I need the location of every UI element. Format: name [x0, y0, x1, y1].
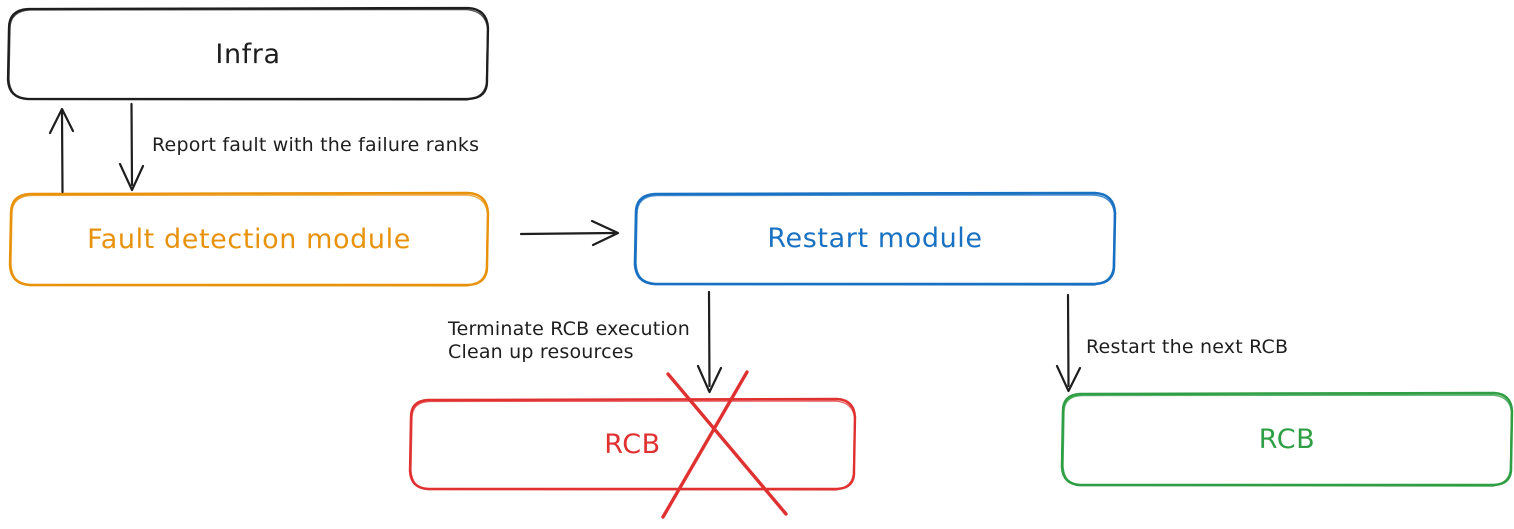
edge-label-terminate-rcb-line2: Clean up resources [448, 341, 634, 363]
edge-label-terminate-rcb: Terminate RCB execution Clean up resourc… [448, 318, 690, 364]
rcb-restarted-box-outline [1060, 391, 1514, 487]
node-infra[interactable] [6, 6, 490, 101]
node-rcb-restarted[interactable] [1060, 391, 1514, 487]
node-fault-detection-module[interactable] [8, 191, 490, 287]
edge-infra-to-fault-detection[interactable] [118, 102, 145, 192]
edge-restart-to-rcb-terminated[interactable] [696, 290, 723, 394]
arrow-head-down-center [696, 364, 723, 394]
rcb-terminated-crossout-stroke-1 [666, 372, 788, 516]
rcb-terminated-box-outline [408, 397, 857, 491]
edge-label-report-fault: Report fault with the failure ranks [152, 134, 480, 156]
edge-label-terminate-rcb-line1: Terminate RCB execution [448, 318, 690, 340]
edge-label-restart-next-rcb: Restart the next RCB [1086, 336, 1289, 358]
rcb-restarted-box-outline-sketch [1062, 394, 1513, 487]
node-restart-module[interactable] [633, 191, 1117, 286]
fault-detection-box-outline [8, 191, 490, 287]
edge-fault-detection-to-restart[interactable] [519, 219, 620, 247]
restart-module-box-outline-sketch [635, 194, 1116, 286]
rcb-terminated-crossout-stroke-2 [661, 370, 749, 519]
arrow-shaft-up-left [60, 110, 64, 194]
rcb-terminated-box-outline-sketch [410, 400, 856, 491]
arrow-shaft-right [519, 231, 616, 236]
infra-box-outline [6, 6, 490, 101]
arrow-head-right [590, 219, 620, 247]
arrow-head-down-left [118, 162, 145, 192]
fault-detection-box-outline-sketch [10, 194, 489, 287]
arrow-shaft-down-left [130, 102, 134, 187]
arrow-head-up-left [48, 107, 75, 135]
node-rcb-terminated[interactable] [408, 370, 857, 519]
restart-module-box-outline [633, 191, 1117, 286]
infra-box-outline-sketch [8, 8, 489, 101]
arrow-shaft-down-center [707, 290, 711, 388]
edge-fault-detection-to-infra[interactable] [48, 107, 75, 194]
arrow-shaft-down-right [1066, 293, 1070, 388]
edge-restart-to-rcb-restarted[interactable] [1055, 293, 1082, 393]
arrow-head-down-right [1055, 364, 1082, 393]
